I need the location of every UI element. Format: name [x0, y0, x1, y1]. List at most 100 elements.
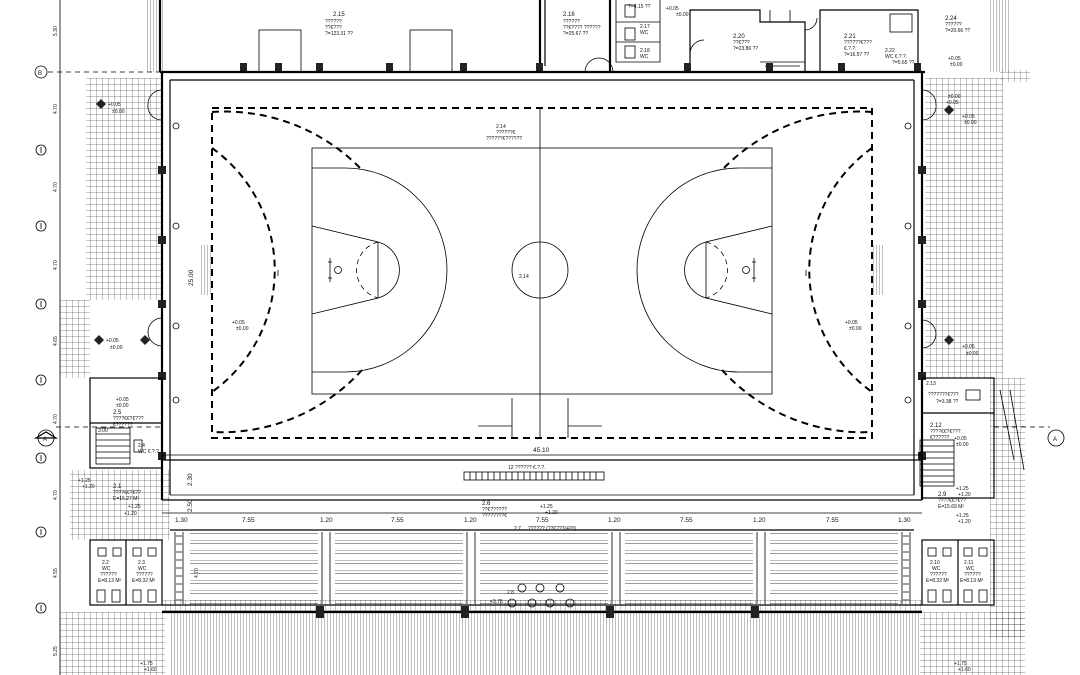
room-2-20-name: ??€???	[733, 40, 750, 46]
room-2-5-base: ±0.00	[116, 403, 129, 409]
side-dim-3: 4.70	[194, 568, 200, 578]
court-room-name: ??????€	[496, 130, 516, 136]
side-dim-2: 2.50	[187, 499, 194, 512]
room-2-24-area: ?=20.66 ??	[945, 28, 970, 34]
handball-free-throw-left	[211, 110, 363, 434]
handball-free-throw-right	[721, 110, 873, 434]
room-2-9-area: E=15.69 M²	[938, 504, 964, 510]
level-markers: +0.05 ±0.00 +0.05 ±0.00 +0.05 ±0.00 +0.0…	[94, 56, 979, 357]
court-level-right-base: ±0.00	[849, 326, 862, 332]
left-dim-4: 4.70	[53, 260, 59, 270]
left-dim-2: 4.70	[53, 104, 59, 114]
key-left	[311, 225, 379, 315]
stand-bay-1	[190, 532, 318, 604]
room-2-7-code: 2.7	[514, 526, 521, 532]
room-2-5-name2: €??????	[113, 422, 133, 428]
basketball-court	[311, 147, 773, 395]
bay-dim-5: 1.20	[464, 517, 477, 524]
left-bottom-level: +1.75	[140, 661, 153, 667]
room-2-11-code: 2.11	[964, 560, 974, 566]
room-2-6-level: +1.25	[540, 504, 553, 510]
level-marker-4: +0.05	[106, 338, 119, 344]
court-room-name-2: ??????€??????	[486, 136, 522, 142]
key-right	[705, 225, 773, 315]
room-2-1-area: E=16.27 M²	[113, 496, 139, 502]
room-2-12-code: 2.12	[930, 423, 942, 429]
level-marker-6: +0.05	[948, 56, 961, 62]
top-level-value: +0.05	[666, 6, 679, 12]
room-2-12-name: ????€€?€???	[930, 429, 961, 435]
left-dim-9: 5.25	[53, 646, 59, 656]
room-2-12-base: ±0.00	[956, 442, 969, 448]
room-2-13-area: ?=3.38 ??	[936, 399, 959, 405]
room-2-6-code: 2.6	[482, 501, 491, 507]
room-2-8-code: 2.8	[507, 590, 514, 596]
room-2-13-code: 2.13	[926, 381, 936, 387]
room-2-21-name: ??????€???	[844, 40, 872, 46]
room-2-18-code: 2.18	[640, 48, 650, 54]
stand-bay-5	[770, 532, 898, 604]
grid-axes: B A A 5.30 4.70 4.70 4.70 4.65 4.70 4.70…	[33, 0, 1065, 675]
room-2-21-code: 2.21	[844, 34, 856, 40]
bay-dim-11: 1.30	[898, 517, 911, 524]
three-point-line-left	[312, 167, 448, 373]
room-2-6-base: +1.20	[545, 510, 558, 516]
court-room-code: 2.14	[496, 124, 506, 130]
room-2-2-name: WC	[102, 566, 111, 572]
bench-note: 12 ?????? €.?.?.	[508, 465, 546, 471]
stand-bay-3	[480, 532, 608, 604]
court-level-right: +0.05	[845, 320, 858, 326]
handball-area-left	[211, 147, 276, 393]
room-2-1-base: +1.20	[82, 484, 95, 490]
room-2-22-name: WC €.?.?.	[885, 54, 907, 60]
room-2-1-code: 2.1	[113, 484, 122, 490]
room-2-3-area: E=8.32 M²	[132, 578, 156, 584]
section-marker-left: A	[43, 437, 47, 443]
level-marker-2: +0.05	[946, 100, 959, 106]
level-marker-5-base: ±0.00	[966, 351, 979, 357]
tiled-paving	[60, 70, 1030, 675]
bay-dim-10: 7.55	[826, 517, 839, 524]
room-2-15-area: ?=123.31 ??	[325, 31, 353, 37]
court-center-circle	[511, 241, 569, 299]
level-marker-3-base: ±0.00	[964, 120, 977, 126]
left-bottom-base: +1.60	[144, 667, 157, 673]
level-marker-4-base: ±0.00	[110, 345, 123, 351]
court-length-dimension: 45.10	[533, 447, 550, 454]
room-2-9-level-2: +1.25	[956, 513, 969, 519]
room-2-15-name2: ??€???	[325, 25, 342, 31]
room-2-2-code: 2.2	[102, 560, 109, 566]
room-2-9-base: +1.20	[958, 492, 971, 498]
room-2-20-code: 2.20	[733, 34, 745, 40]
bay-dim-9: 1.20	[753, 517, 766, 524]
room-2-16-code: 2.16	[563, 12, 575, 18]
room-2-20-area: ?=23.86 ??	[733, 46, 758, 52]
room-2-4-code: 2.4	[138, 443, 145, 449]
court-outer-boundary	[211, 107, 873, 439]
right-service-rooms: 2.13 ???????€??? ?=3.38 ?? 2.12 ????€€?€…	[919, 377, 1025, 673]
room-2-10-name2: ??????	[930, 572, 947, 578]
left-service-rooms: +0.05 ±0.00 2.5 ????€€?€??? €?????? 3.00…	[78, 377, 163, 673]
room-2-16-name: ??????	[563, 19, 580, 25]
room-2-2-area: E=8.13 M²	[98, 578, 122, 584]
room-2-5-name: ????€€?€???	[113, 416, 144, 422]
court-level-left-base: ±0.00	[236, 326, 249, 332]
room-2-17-name: WC	[640, 30, 649, 36]
court-room-code-center: 2.14	[519, 274, 529, 280]
court-width-dimension: 25.00	[188, 269, 195, 286]
level-marker-6-base: ±0.00	[950, 62, 963, 68]
right-bottom-level: +1.75	[954, 661, 967, 667]
left-stair-dim: 3.00	[98, 428, 108, 434]
room-2-3-code: 2.3	[138, 560, 145, 566]
room-2-24-name: ??????	[945, 22, 962, 28]
goal-right	[872, 245, 885, 295]
room-2-16-name2: ??€???? ??????	[563, 25, 601, 31]
hall-walls	[147, 70, 937, 501]
room-2-10-area: E=8.32 M²	[926, 578, 950, 584]
room-2-5-level: +0.05	[116, 397, 129, 403]
free-throw-arc-left-dashed	[356, 241, 379, 299]
three-point-line-right	[636, 167, 772, 373]
left-dim-7: 4.70	[53, 490, 59, 500]
room-2-24-code: 2.24	[945, 16, 957, 22]
